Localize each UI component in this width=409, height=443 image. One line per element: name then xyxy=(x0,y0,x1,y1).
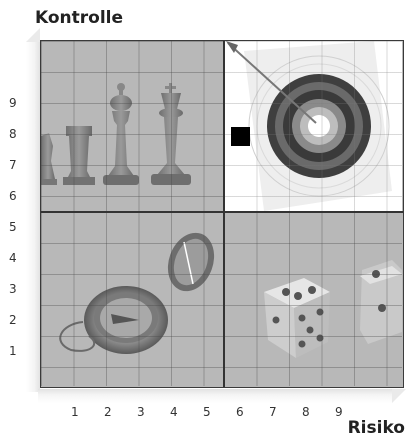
x-tick-5: 5 xyxy=(203,405,211,419)
y-tick-1: 1 xyxy=(9,344,17,358)
quadrant-bottom-right xyxy=(224,212,402,386)
y-tick-8: 8 xyxy=(9,127,17,141)
y-axis-arrow xyxy=(26,40,40,392)
vertical-divider xyxy=(223,41,225,387)
x-tick-7: 7 xyxy=(269,405,277,419)
x-axis-arrow xyxy=(38,389,392,403)
compass-icon xyxy=(41,212,224,386)
quadrant-bottom-left xyxy=(41,212,224,386)
dice-icon xyxy=(224,212,402,386)
y-axis-title: Kontrolle xyxy=(35,8,123,28)
quadrant-top-left xyxy=(41,41,224,212)
y-tick-6: 6 xyxy=(9,189,17,203)
horizontal-divider xyxy=(41,211,403,213)
y-tick-5: 5 xyxy=(9,220,17,234)
x-tick-1: 1 xyxy=(71,405,79,419)
y-tick-2: 2 xyxy=(9,313,17,327)
x-tick-6: 6 xyxy=(236,405,244,419)
y-tick-4: 4 xyxy=(9,251,17,265)
dartboard-arrow-icon xyxy=(224,41,402,212)
y-tick-9: 9 xyxy=(9,96,17,110)
position-marker xyxy=(231,127,250,146)
x-tick-4: 4 xyxy=(170,405,178,419)
x-tick-2: 2 xyxy=(104,405,112,419)
chess-pieces-icon xyxy=(41,41,224,212)
x-axis-title: Risiko xyxy=(348,418,405,438)
x-tick-9: 9 xyxy=(335,405,343,419)
risk-control-matrix xyxy=(40,40,404,388)
y-tick-3: 3 xyxy=(9,282,17,296)
x-tick-3: 3 xyxy=(137,405,145,419)
quadrant-top-right xyxy=(224,41,402,212)
x-tick-8: 8 xyxy=(302,405,310,419)
y-tick-7: 7 xyxy=(9,158,17,172)
